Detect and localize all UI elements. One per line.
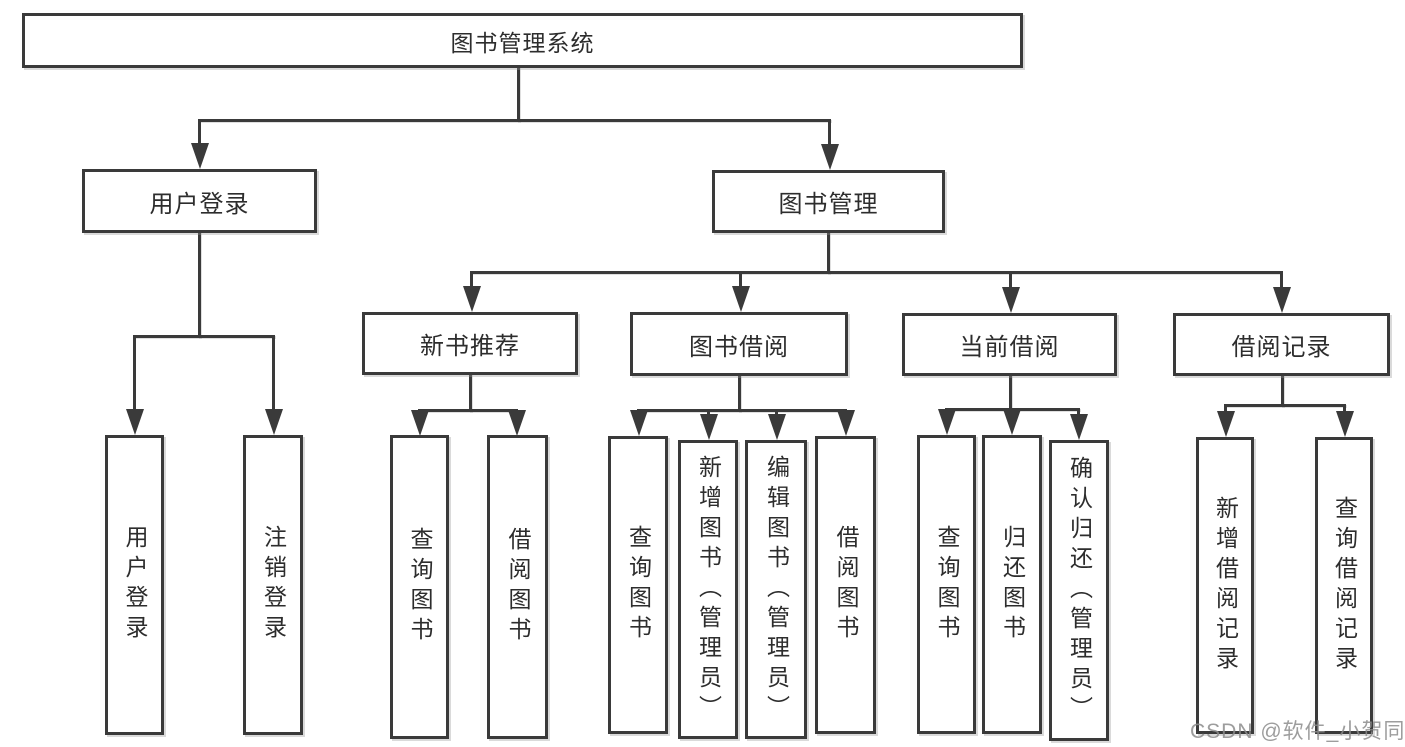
node-new-book-recommend-label: 新书推荐 [420,333,520,360]
connector-book-management-stem [827,231,830,274]
connector-arrow-confirm-return [1069,408,1088,440]
connector-current-borrowing-stem [1009,374,1012,411]
leaf-add-book-admin-label: 新增图书（管理员） [695,454,722,725]
leaf-logout: 注销登录 [243,435,303,735]
leaf-query-books-3: 查询图书 [917,435,976,734]
node-book-borrowing: 图书借阅 [630,312,848,376]
leaf-return-books-label: 归还图书 [999,524,1026,645]
leaf-add-borrow-record: 新增借阅记录 [1196,437,1254,734]
connector-root-stem [517,66,520,122]
leaf-borrow-books-2: 借阅图书 [815,436,876,734]
node-user-login: 用户登录 [82,169,317,233]
node-current-borrowing-label: 当前借阅 [959,334,1060,361]
leaf-user-login: 用户登录 [105,435,164,735]
connector-arrow-return-books [1002,408,1021,435]
connector-level1-rail [198,119,831,122]
connector-arrow-query-books-3 [937,408,956,435]
connector-arrow-add-record [1216,404,1235,437]
connector-arrow-leaf-logout [264,335,283,435]
connector-new-book-rail [418,409,518,412]
connector-user-login-rail [133,335,275,338]
leaf-query-borrow-record: 查询借阅记录 [1315,437,1373,734]
leaf-return-books: 归还图书 [982,435,1042,734]
connector-book-borrowing-rail [637,409,847,412]
watermark: CSDN @软件_小贺同学 [1190,720,1405,743]
connector-arrow-add-book [699,409,718,440]
leaf-query-books-2-label: 查询图书 [625,525,652,645]
leaf-user-login-label: 用户登录 [122,525,148,645]
node-library-system: 图书管理系统 [22,13,1023,68]
node-user-login-label: 用户登录 [149,190,250,218]
leaf-add-borrow-record-label: 新增借阅记录 [1212,495,1239,676]
connector-borrowing-records-rail [1224,404,1346,407]
connector-arrow-edit-book [767,409,786,440]
leaf-borrow-books-2-label: 借阅图书 [833,525,859,645]
leaf-query-books-3-label: 查询图书 [934,524,960,645]
leaf-confirm-return-admin: 确认归还（管理员） [1049,440,1109,741]
leaf-borrow-books-1-label: 借阅图书 [505,527,531,647]
connector-arrow-query-record [1335,404,1354,437]
connector-book-borrowing-stem [738,374,741,412]
connector-arrow-borrow-books-1 [507,409,526,436]
connector-level3-rail [470,271,1282,274]
connector-arrow-current-borrowing [1001,271,1020,313]
leaf-query-books-1-label: 查询图书 [407,527,433,647]
connector-arrow-user-login [190,119,209,169]
connector-arrow-new-book-recommend [462,271,481,312]
leaf-logout-label: 注销登录 [260,525,287,645]
connector-arrow-query-books-1 [410,409,429,436]
connector-arrow-borrowing-records [1272,271,1291,313]
node-new-book-recommend: 新书推荐 [362,312,578,375]
node-library-system-label: 图书管理系统 [450,29,595,56]
connector-borrowing-records-stem [1281,374,1284,407]
connector-arrow-borrow-books-2 [836,409,855,436]
node-book-management: 图书管理 [712,170,945,233]
node-borrowing-records: 借阅记录 [1173,313,1390,376]
connector-arrow-query-books-2 [629,409,648,436]
leaf-query-borrow-record-label: 查询借阅记录 [1331,495,1358,676]
leaf-confirm-return-admin-label: 确认归还（管理员） [1066,455,1093,726]
leaf-borrow-books-1: 借阅图书 [487,435,548,739]
leaf-add-book-admin: 新增图书（管理员） [678,440,738,739]
node-current-borrowing: 当前借阅 [902,313,1117,376]
connector-arrow-book-borrowing [731,271,750,312]
connector-user-login-stem [198,231,201,338]
connector-arrow-leaf-user-login [125,335,144,435]
node-book-borrowing-label: 图书借阅 [689,333,789,361]
node-borrowing-records-label: 借阅记录 [1231,334,1332,361]
connector-arrow-book-management [820,119,839,170]
leaf-query-books-1: 查询图书 [390,435,449,739]
leaf-edit-book-admin: 编辑图书（管理员） [745,440,807,739]
leaf-query-books-2: 查询图书 [608,436,668,734]
connector-new-book-stem [469,373,472,412]
node-book-management-label: 图书管理 [778,191,879,218]
leaf-edit-book-admin-label: 编辑图书（管理员） [763,454,790,725]
